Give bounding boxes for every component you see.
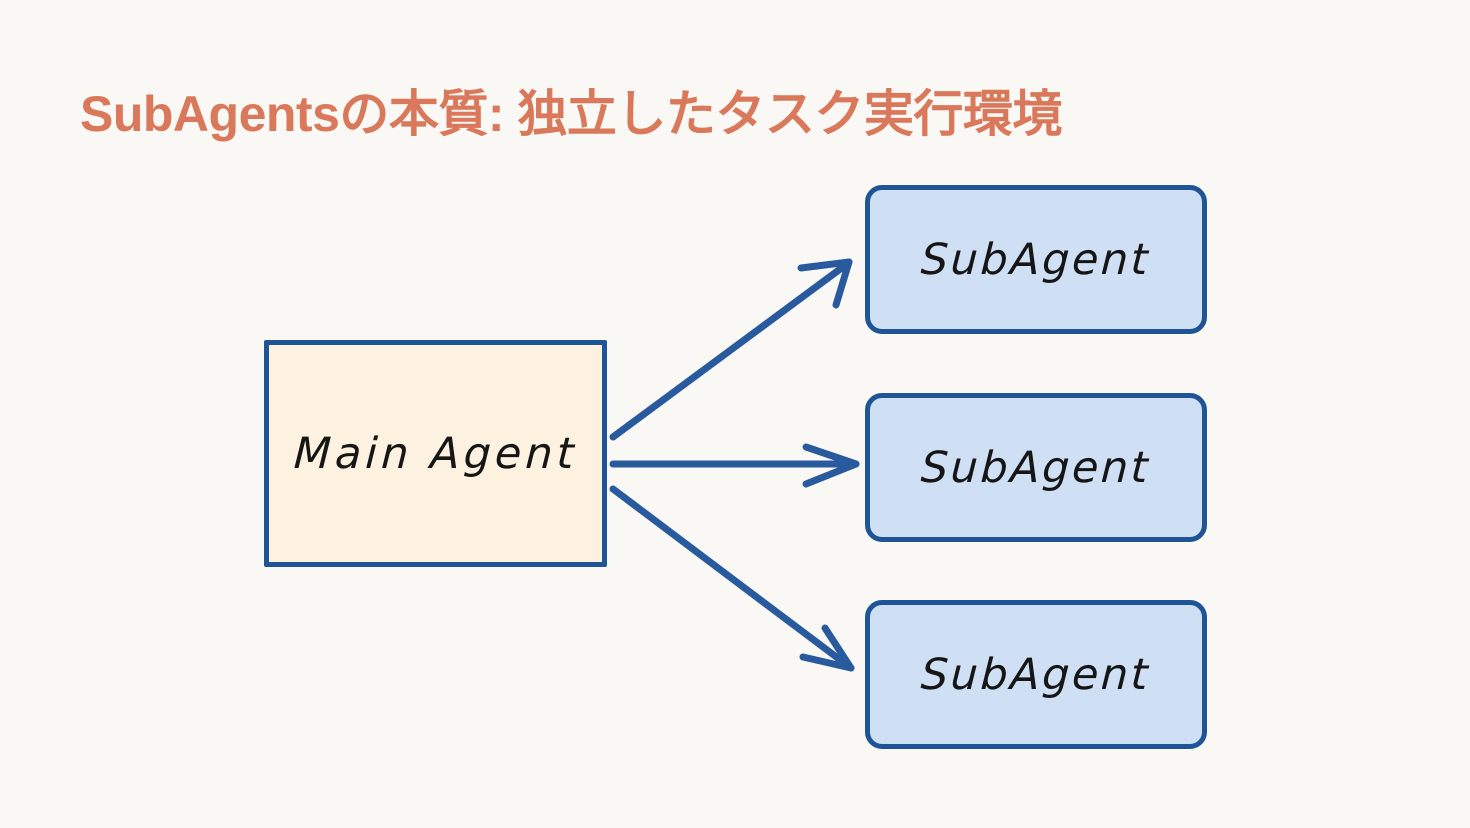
- node-subagent-3-label: SubAgent: [920, 649, 1152, 700]
- page-title: SubAgentsの本質: 独立したタスク実行環境: [80, 85, 1062, 142]
- arrow-main-to-subagent-1: [609, 258, 853, 441]
- arrow-main-to-subagent-3: [609, 485, 855, 672]
- node-subagent-1-label: SubAgent: [920, 234, 1152, 285]
- node-subagent-1[interactable]: SubAgent: [865, 185, 1207, 334]
- node-main-agent-label: Main Agent: [292, 428, 579, 479]
- node-subagent-2[interactable]: SubAgent: [865, 393, 1207, 542]
- node-subagent-2-label: SubAgent: [920, 442, 1152, 493]
- node-subagent-3[interactable]: SubAgent: [865, 600, 1207, 749]
- arrow-main-to-subagent-2: [609, 443, 860, 488]
- node-main-agent[interactable]: Main Agent: [264, 340, 607, 567]
